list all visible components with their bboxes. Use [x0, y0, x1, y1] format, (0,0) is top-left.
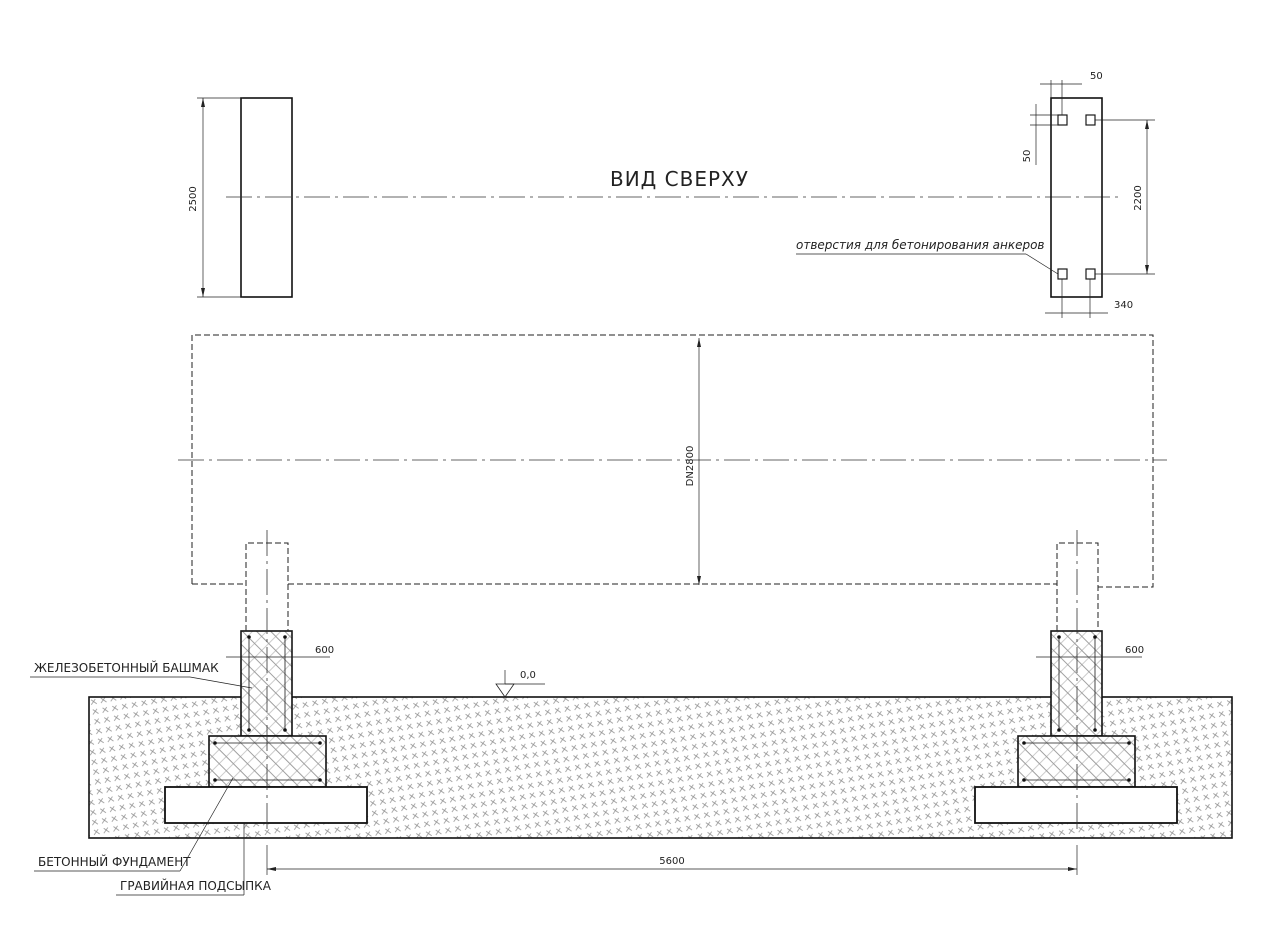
dim-600-right-label: 600 — [1125, 645, 1144, 656]
left-support — [164, 530, 368, 832]
dim-50-v-label: 50 — [1022, 150, 1033, 163]
dim-2500: 2500 — [188, 97, 243, 298]
dim-340: 340 — [1045, 279, 1133, 318]
tank-outline: DN2800 — [178, 334, 1167, 588]
dim-50-horizontal: 50 — [1040, 71, 1103, 115]
left-shoe-base — [208, 735, 327, 788]
tank-diameter-label: DN2800 — [685, 446, 696, 487]
dim-600-right: 600 — [1036, 631, 1144, 660]
callout-foundation-text: БЕТОННЫЙ ФУНДАМЕНТ — [38, 854, 191, 869]
callout-gravel-text: ГРАВИЙНАЯ ПОДСЫПКА — [120, 878, 272, 893]
right-support — [974, 530, 1178, 832]
right-shoe-base — [1017, 735, 1136, 788]
left-support-plan — [240, 97, 293, 298]
anchor-hole-2 — [1085, 114, 1096, 126]
level-mark: 0,0 — [495, 670, 545, 698]
anchor-hole-4 — [1085, 268, 1096, 280]
anchor-hole-3 — [1057, 268, 1068, 280]
level-mark-label: 0,0 — [520, 670, 536, 681]
dim-5600-label: 5600 — [659, 856, 684, 867]
right-foundation — [974, 786, 1178, 824]
callout-shoe-text: ЖЕЛЕЗОБЕТОННЫЙ БАШМАК — [34, 660, 219, 675]
right-support-plan — [1050, 97, 1103, 298]
dim-600-left-label: 600 — [315, 645, 334, 656]
callout-shoe: ЖЕЛЕЗОБЕТОННЫЙ БАШМАК — [30, 660, 253, 689]
callout-foundation: БЕТОННЫЙ ФУНДАМЕНТ — [34, 777, 234, 872]
dim-50-h-label: 50 — [1090, 71, 1103, 82]
dim-50-vertical: 50 — [1022, 104, 1058, 165]
dim-2200-label: 2200 — [1133, 185, 1144, 210]
dim-2200: 2200 — [1095, 119, 1155, 275]
callout-gravel: ГРАВИЙНАЯ ПОДСЫПКА — [116, 823, 272, 896]
left-shoe-post — [240, 630, 293, 737]
dim-340-label: 340 — [1114, 300, 1133, 311]
dim-600-left: 600 — [226, 631, 334, 660]
top-view: 2500 ВИД СВЕРХУ 50 50 220 — [188, 71, 1155, 318]
anchor-hole-1 — [1057, 114, 1068, 126]
holes-note: отверстия для бетонирования анкеров — [796, 238, 1059, 275]
holes-note-text: отверстия для бетонирования анкеров — [796, 238, 1045, 252]
view-title: ВИД СВЕРХУ — [610, 167, 749, 191]
dim-5600: 5600 — [266, 845, 1078, 875]
left-foundation — [164, 786, 368, 824]
dim-2500-label: 2500 — [188, 186, 199, 211]
